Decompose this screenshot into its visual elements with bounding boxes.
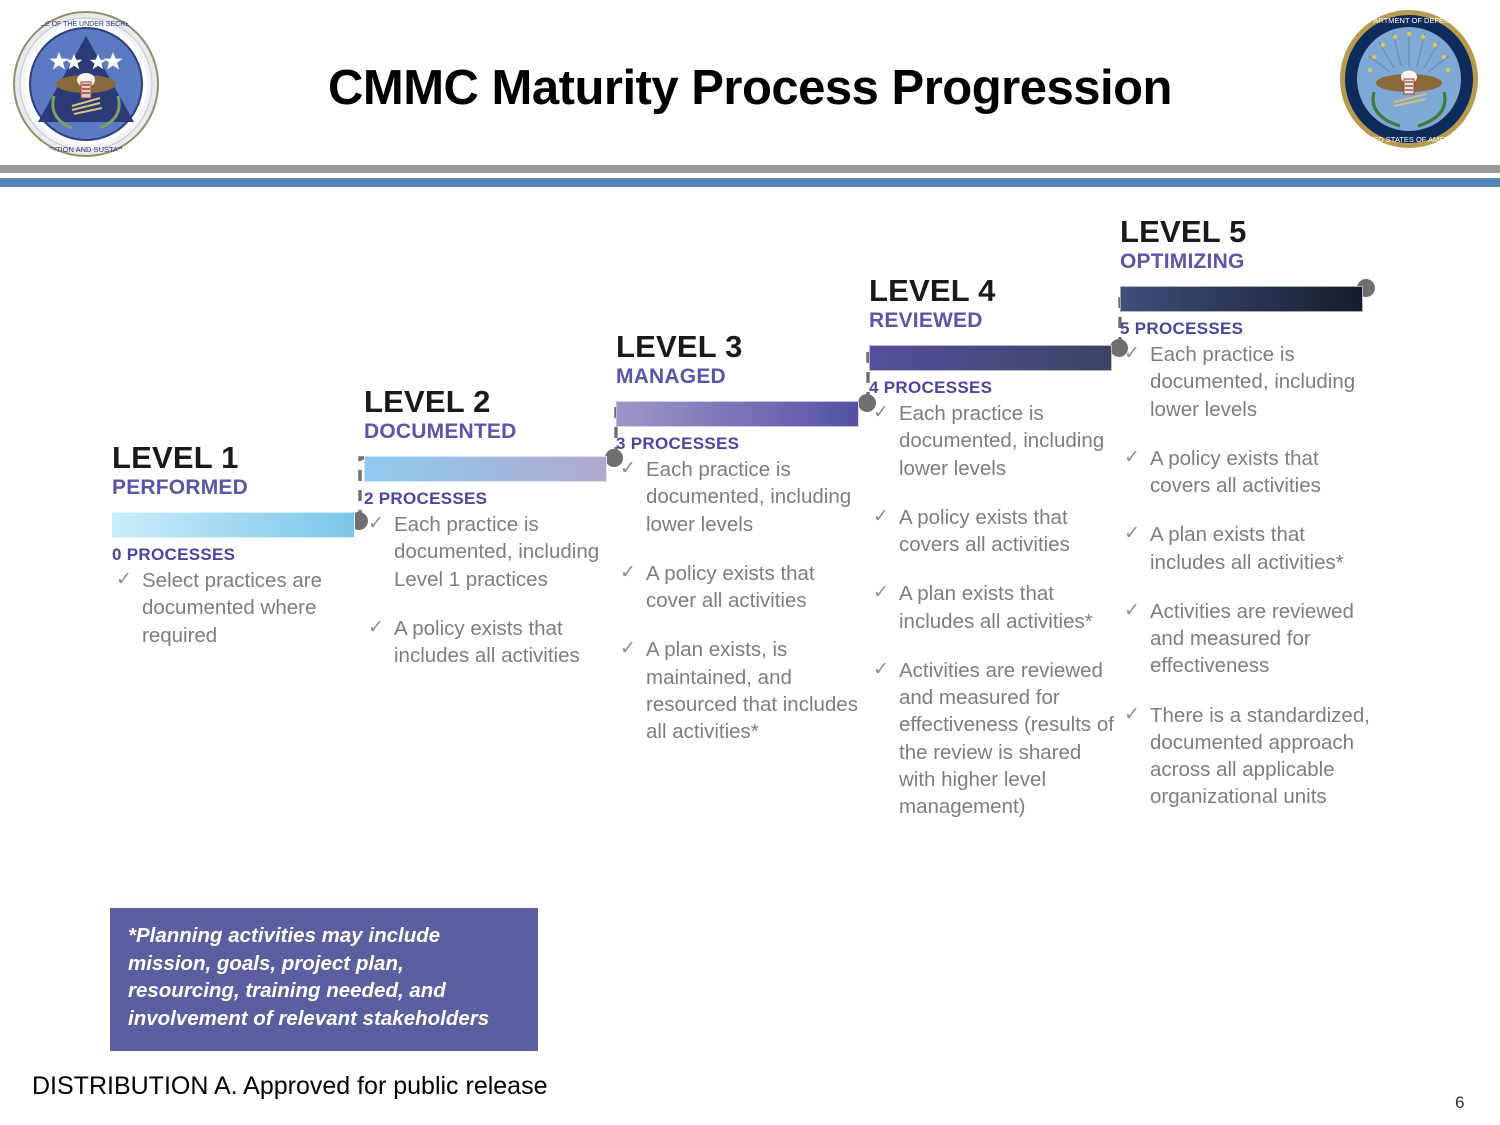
bullet-text: A plan exists, is maintained, and resour…: [646, 638, 858, 743]
level-3-subtitle: MANAGED: [616, 365, 726, 388]
bullet-text: Each practice is documented, including l…: [646, 458, 852, 536]
page-title: CMMC Maturity Process Progression: [328, 61, 1172, 115]
check-icon: ✓: [1124, 703, 1140, 725]
level-3-column: LEVEL 3 MANAGED 3 PROCESSES ✓ Each practi…: [616, 331, 868, 767]
svg-text:ACQUISITION AND SUSTAINMENT: ACQUISITION AND SUSTAINMENT: [25, 145, 147, 154]
svg-text:DEPARTMENT OF DEFENSE: DEPARTMENT OF DEFENSE: [1359, 16, 1460, 25]
svg-text:UNITED STATES OF AMERICA: UNITED STATES OF AMERICA: [1356, 135, 1462, 144]
level-1-process-count: 0 PROCESSES: [112, 545, 236, 564]
level-2-title: LEVEL 2: [364, 384, 491, 419]
list-item: ✓ A plan exists that includes all activit…: [869, 580, 1121, 635]
bullet-text: A plan exists that includes all activiti…: [1150, 523, 1344, 574]
level-5-bullet-list: ✓ Each practice is documented, including …: [1120, 341, 1380, 811]
level-5-process-count: 5 PROCESSES: [1120, 319, 1244, 338]
check-icon: ✓: [1124, 446, 1140, 468]
header-divider-blue: [0, 178, 1500, 187]
level-4-process-count: 4 PROCESSES: [869, 378, 993, 397]
list-item: ✓ A policy exists that covers all activit…: [869, 504, 1121, 559]
office-of-under-secretary-of-defense-seal-icon: OFFICE OF THE UNDER SECRETARY ACQUISITIO…: [12, 10, 160, 158]
bullet-text: A policy exists that covers all activiti…: [899, 505, 1070, 556]
bullet-text: Activities are reviewed and measured for…: [899, 658, 1114, 818]
list-item: ✓ Activities are reviewed and measured fo…: [869, 657, 1121, 821]
header-divider-gray: [0, 165, 1500, 173]
check-icon: ✓: [873, 505, 889, 527]
bullet-text: A policy exists that cover all activitie…: [646, 561, 815, 612]
level-5-progress-bar: [1120, 286, 1363, 312]
level-1-subtitle: PERFORMED: [112, 476, 248, 499]
list-item: ✓ Activities are reviewed and measured fo…: [1120, 598, 1380, 680]
bullet-text: Select practices are documented where re…: [142, 569, 323, 647]
check-icon: ✓: [620, 458, 636, 479]
level-4-subtitle: REVIEWED: [869, 309, 983, 332]
bullet-text: There is a standardized, documented appr…: [1150, 703, 1370, 809]
level-3-progress-bar: [616, 401, 859, 427]
level-2-progress-bar: [364, 456, 607, 482]
level-1-title: LEVEL 1: [112, 440, 239, 475]
bullet-text: Each practice is documented, including L…: [394, 513, 600, 591]
level-2-subtitle: DOCUMENTED: [364, 420, 517, 443]
svg-text:OFFICE OF THE UNDER SECRETARY: OFFICE OF THE UNDER SECRETARY: [24, 21, 148, 28]
department-of-defense-seal-icon: DEPARTMENT OF DEFENSE UNITED STATES OF A…: [1338, 8, 1480, 150]
level-4-column: LEVEL 4 REVIEWED 4 PROCESSES ✓ Each pract…: [869, 275, 1121, 842]
bullet-text: A policy exists that includes all activi…: [394, 616, 580, 667]
level-1-progress-bar: [112, 512, 355, 538]
check-icon: ✓: [116, 569, 132, 590]
list-item: ✓ A policy exists that includes all activ…: [364, 615, 614, 670]
level-4-progress-bar: [869, 345, 1112, 371]
list-item: ✓ Each practice is documented, including …: [616, 456, 868, 538]
list-item: ✓ Select practices are documented where r…: [112, 567, 364, 649]
check-icon: ✓: [368, 513, 384, 534]
level-3-bullet-list: ✓ Each practice is documented, including …: [616, 456, 868, 745]
level-2-bullet-list: ✓ Each practice is documented, including …: [364, 511, 614, 669]
level-4-title: LEVEL 4: [869, 273, 996, 308]
level-1-bullet-list: ✓ Select practices are documented where r…: [112, 567, 364, 649]
list-item: ✓ A policy exists that cover all activiti…: [616, 560, 868, 615]
list-item: ✓ A plan exists that includes all activit…: [1120, 521, 1380, 576]
planning-activities-footnote: *Planning activities may include mission…: [110, 908, 538, 1051]
page-number: 6: [1455, 1093, 1465, 1112]
bullet-text: Each practice is documented, including l…: [1150, 343, 1356, 421]
level-2-process-count: 2 PROCESSES: [364, 489, 488, 508]
level-5-title: LEVEL 5: [1120, 214, 1247, 249]
bullet-text: Activities are reviewed and measured for…: [1150, 599, 1354, 678]
list-item: ✓ A policy exists that covers all activit…: [1120, 445, 1380, 500]
check-icon: ✓: [1124, 343, 1140, 364]
bullet-text: A plan exists that includes all activiti…: [899, 582, 1093, 633]
level-5-column: LEVEL 5 OPTIMIZING 5 PROCESSES ✓ Each pra…: [1120, 216, 1380, 833]
check-icon: ✓: [873, 658, 889, 680]
level-4-bullet-list: ✓ Each practice is documented, including …: [869, 400, 1121, 820]
list-item: ✓ A plan exists, is maintained, and resou…: [616, 636, 868, 745]
level-5-subtitle: OPTIMIZING: [1120, 250, 1245, 273]
level-2-column: LEVEL 2 DOCUMENTED 2 PROCESSES ✓ Each pra…: [364, 386, 614, 691]
check-icon: ✓: [1124, 599, 1140, 621]
level-3-process-count: 3 PROCESSES: [616, 434, 740, 453]
check-icon: ✓: [620, 561, 636, 583]
check-icon: ✓: [620, 638, 636, 660]
check-icon: ✓: [368, 616, 384, 638]
distribution-statement: DISTRIBUTION A. Approved for public rele…: [32, 1072, 548, 1100]
check-icon: ✓: [873, 582, 889, 604]
list-item: ✓ Each practice is documented, including …: [869, 400, 1121, 482]
check-icon: ✓: [1124, 523, 1140, 545]
bullet-text: Each practice is documented, including l…: [899, 402, 1105, 480]
check-icon: ✓: [873, 402, 889, 423]
list-item: ✓ Each practice is documented, including …: [1120, 341, 1380, 423]
list-item: ✓ There is a standardized, documented app…: [1120, 702, 1380, 811]
bullet-text: A policy exists that covers all activiti…: [1150, 446, 1321, 497]
list-item: ✓ Each practice is documented, including …: [364, 511, 614, 593]
level-3-title: LEVEL 3: [616, 329, 743, 364]
level-1-column: LEVEL 1 PERFORMED 0 PROCESSES ✓ Select pr…: [112, 442, 364, 671]
